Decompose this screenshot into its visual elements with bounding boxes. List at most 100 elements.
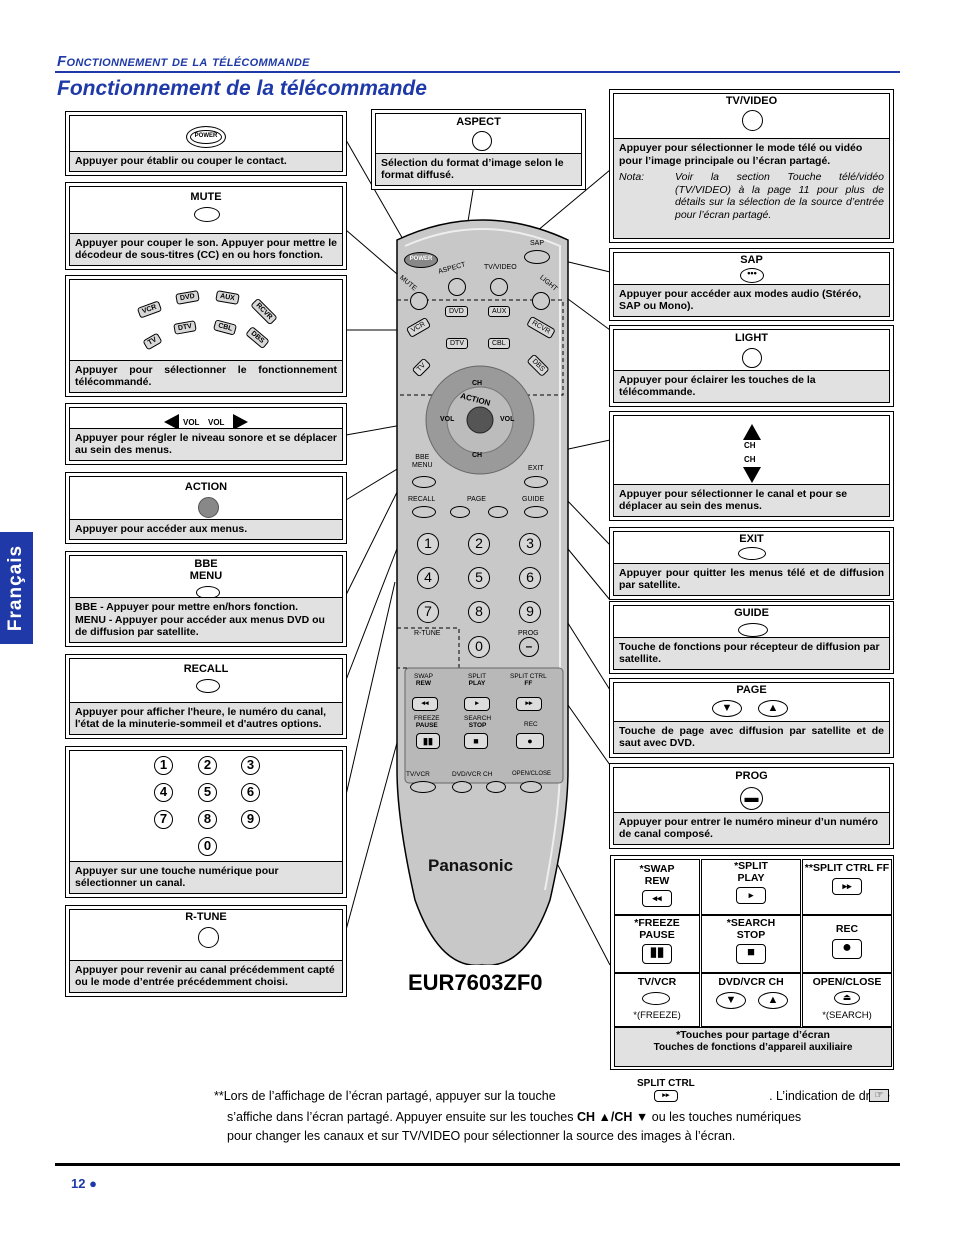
grid-swap-cell: *SWAP REW ◂◂ xyxy=(614,859,700,915)
remote-page-label: PAGE xyxy=(467,496,486,503)
search-stop-icon: ■ xyxy=(736,944,766,965)
recall-desc: Appuyer pour afficher l'heure, le numéro… xyxy=(70,701,342,734)
model-number: EUR7603ZF0 xyxy=(408,970,543,995)
ch-down-label: CH xyxy=(744,455,756,464)
remote-pause-button: ▮▮ xyxy=(416,733,440,749)
header-rule xyxy=(55,71,900,73)
rec-icon: ● xyxy=(832,938,862,959)
remote-tvvideo-label: TV/VIDEO xyxy=(484,264,517,271)
remote-light-button xyxy=(532,292,550,310)
num-8-icon: 8 xyxy=(198,810,217,829)
aspect-desc: Sélection du format d’image selon le for… xyxy=(376,152,581,185)
rtune-label: R-TUNE xyxy=(185,911,227,923)
rtune-desc: Appuyer pour revenir au canal précédemme… xyxy=(70,959,342,992)
sap-label: SAP xyxy=(740,254,763,266)
freeze-pause-icon: ▮▮ xyxy=(642,944,672,965)
remote-rec-button: ● xyxy=(516,733,544,749)
ch-up-icon xyxy=(743,424,761,440)
remote-vol-left-label: VOL xyxy=(440,416,455,423)
mute-button-icon xyxy=(194,207,220,222)
grid-dvdch-cell: DVD/VCR CH ▼ ▲ xyxy=(701,973,801,1027)
footnote-line2: s’affiche dans l’écran partagé. Appuyer … xyxy=(227,1110,802,1124)
power-button-icon: POWER xyxy=(186,126,226,148)
vol-box: VOL VOL Appuyer pour régler le niveau so… xyxy=(65,403,347,465)
remote-guide-label: GUIDE xyxy=(522,496,545,503)
rtune-button-icon xyxy=(198,927,219,948)
mute-desc: Appuyer pour couper le son. Appuyer pour… xyxy=(70,232,342,265)
rtune-box: R-TUNE Appuyer pour revenir au canal pré… xyxy=(65,905,347,997)
remote-page-down-button xyxy=(450,506,470,518)
recall-label: RECALL xyxy=(183,663,229,675)
remote-exit-label: EXIT xyxy=(528,465,544,472)
remote-dvdch-label: DVD/VCR CH xyxy=(452,771,493,778)
splitctrl-ff-icon: ▸▸ xyxy=(832,877,862,895)
openclose-icon: ⏏ xyxy=(834,991,860,1005)
remote-tvvcr-label: TV/VCR xyxy=(406,771,430,778)
cbl-mode-icon: CBL xyxy=(212,319,238,336)
page-title: Fonctionnement de la télécommande xyxy=(57,77,427,100)
grid-search-cell: *SEARCH STOP ■ xyxy=(701,915,801,973)
remote-rew-button: ◂◂ xyxy=(412,697,438,711)
light-label: LIGHT xyxy=(735,332,768,344)
tvvideo-desc: Appuyer pour sélectionner le mode télé o… xyxy=(614,138,889,238)
guide-box: GUIDE Touche de fonctions pour récepteur… xyxy=(609,601,894,674)
modes-box: VCR DVD AUX RCVR TV DTV CBL DBS Appuyer … xyxy=(65,275,347,397)
grid-tvvcr-cell: TV/VCR *(FREEZE) xyxy=(614,973,700,1027)
ch-up-label: CH xyxy=(744,441,756,450)
bottom-rule xyxy=(55,1163,900,1166)
remote-openclose-label: OPEN/CLOSE xyxy=(512,771,552,777)
nota-text: Voir la section Touche télé/vidéo (TV/VI… xyxy=(675,171,884,221)
vol-desc: Appuyer pour régler le niveau sonore et … xyxy=(70,427,342,460)
remote-rec-label: REC xyxy=(524,721,538,728)
num-9-icon: 9 xyxy=(241,810,260,829)
grid-footer: *Touches pour partage d’écran Touches de… xyxy=(614,1027,892,1067)
remote-key-7: 8 xyxy=(468,601,490,623)
remote-cbl-button: CBL xyxy=(488,338,510,349)
grid-splitctrl-cell: **SPLIT CTRL FF ▸▸ xyxy=(802,859,892,915)
remote-dtv-button: DTV xyxy=(446,338,468,349)
section-header: Fonctionnement de la télécommande xyxy=(57,53,310,70)
action-button-icon xyxy=(198,497,219,518)
remote-power-button: POWER xyxy=(404,252,438,268)
grid-split-cell: *SPLIT PLAY ▸ xyxy=(701,859,801,915)
footnote-line1b: . L’indication de droite xyxy=(769,1089,890,1103)
grid-rec-cell: REC ● xyxy=(802,915,892,973)
mute-label: MUTE xyxy=(190,191,222,203)
rcvr-mode-icon: RCVR xyxy=(250,297,278,326)
language-tab: Français xyxy=(0,532,33,644)
remote-key-1: 2 xyxy=(468,533,490,555)
num-3-icon: 3 xyxy=(241,756,260,775)
page-up-icon: ▲ xyxy=(758,700,788,717)
num-1-icon: 1 xyxy=(154,756,173,775)
tvvcr-icon xyxy=(642,992,670,1005)
tvvideo-label: TV/VIDEO xyxy=(725,95,778,107)
guide-desc: Touche de fonctions pour récepteur de di… xyxy=(614,636,889,669)
numbers-desc: Appuyer sur une touche numérique pour sé… xyxy=(70,860,342,893)
exit-button-icon xyxy=(738,547,766,560)
remote-vol-right-label: VOL xyxy=(500,416,515,423)
power-desc: Appuyer pour établir ou couper le contac… xyxy=(70,151,342,171)
prog-box: PROG ▬ Appuyer pour entrer le numéro min… xyxy=(609,763,894,849)
ch-box: CH CH Appuyer pour sélectionner le canal… xyxy=(609,411,894,521)
remote-dvdch-down-button xyxy=(452,781,472,793)
num-0-icon: 0 xyxy=(198,837,217,856)
footnote-ff-icon: ▸▸ xyxy=(653,1090,678,1102)
vol-down-icon xyxy=(164,414,179,430)
remote-bbe-button xyxy=(412,476,436,488)
numbers-box: 1 2 3 4 5 6 7 8 9 0 Appuyer sur une touc… xyxy=(65,746,347,898)
split-screen-grid: *SWAP REW ◂◂ *SPLIT PLAY ▸ **SPLIT CTRL … xyxy=(610,855,894,1070)
remote-mute-button xyxy=(410,292,428,310)
hand-pointer-icon: ☞ xyxy=(869,1089,889,1102)
aspect-button-icon xyxy=(472,131,492,151)
tvvideo-box: TV/VIDEO Appuyer pour sélectionner le mo… xyxy=(609,89,894,243)
power-box: POWER Appuyer pour établir ou couper le … xyxy=(65,111,347,176)
guide-button-icon xyxy=(738,623,768,637)
split-play-icon: ▸ xyxy=(736,887,766,905)
remote-exit-button xyxy=(524,476,548,488)
remote-prog-label: PROG xyxy=(518,630,539,637)
